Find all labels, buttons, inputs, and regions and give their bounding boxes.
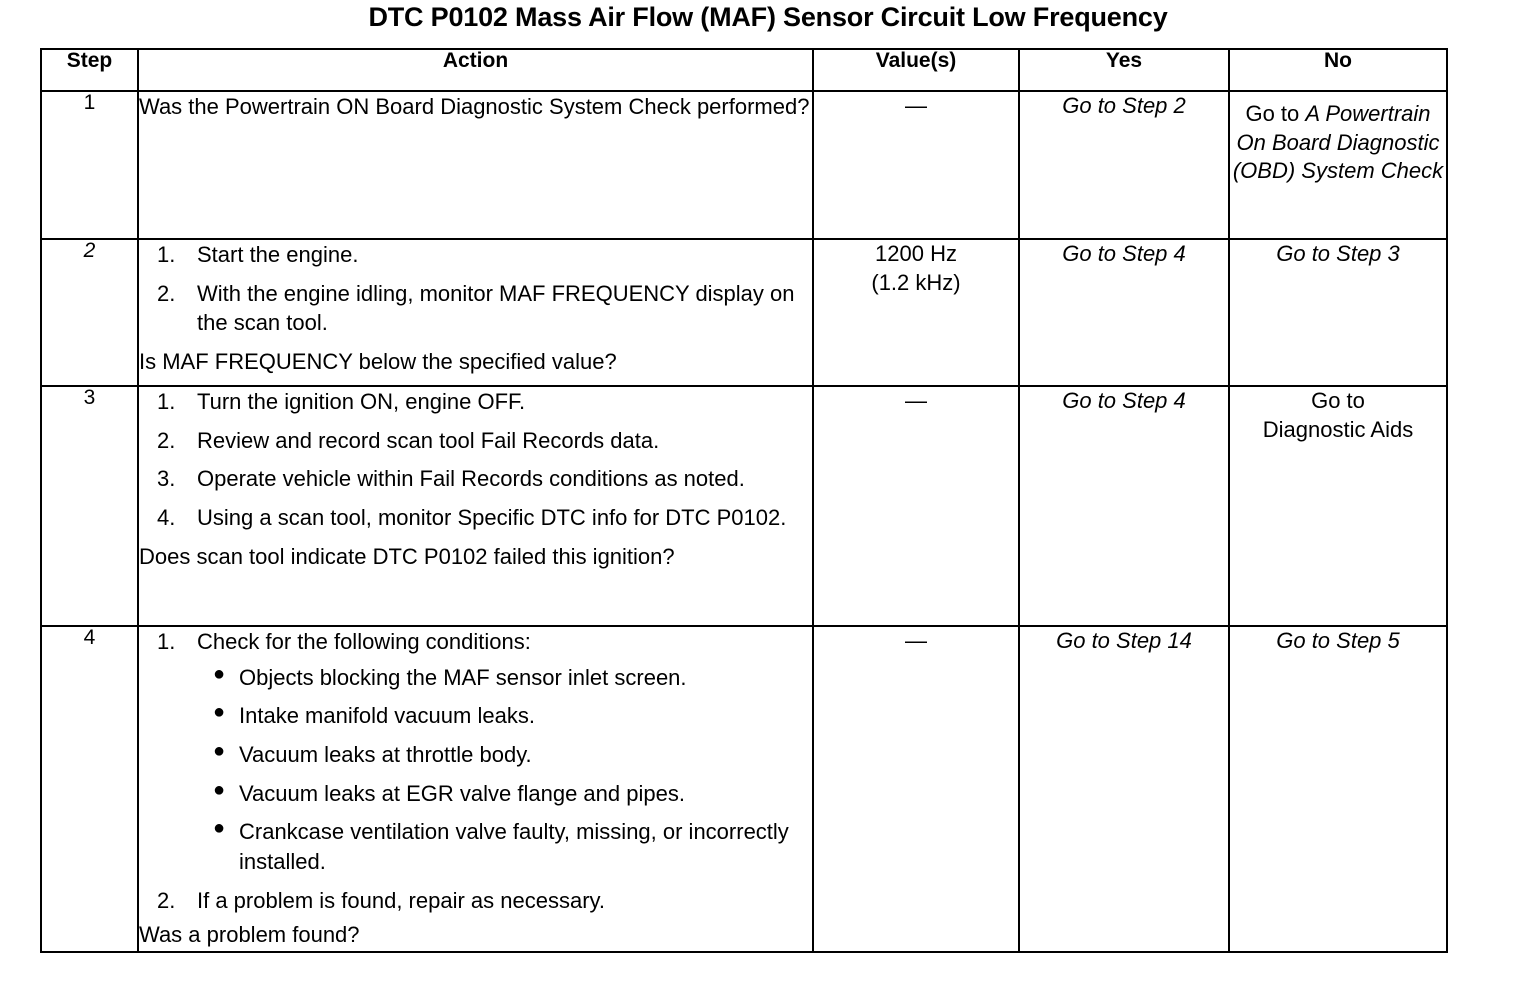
value-text-line-2: (1.2 kHz) bbox=[871, 269, 961, 295]
no-answer-line-2: Diagnostic Aids bbox=[1262, 416, 1414, 442]
column-header-action: Action bbox=[137, 48, 814, 92]
step-number: 1 bbox=[40, 90, 139, 240]
column-header-value: Value(s) bbox=[812, 48, 1020, 92]
table-row: 1 Was the Powertrain ON Board Diagnostic… bbox=[40, 90, 1448, 240]
list-item: 1. Start the engine. bbox=[139, 240, 812, 270]
list-item-text: Start the engine. bbox=[197, 242, 359, 267]
list-item-number: 2. bbox=[157, 280, 176, 306]
list-item-number: 2. bbox=[157, 887, 176, 913]
list-item-number: 1. bbox=[157, 629, 176, 654]
value-text: — bbox=[905, 628, 927, 653]
no-answer-prefix: Go to bbox=[1245, 101, 1306, 126]
list-item-text: Crankcase ventilation valve faulty, miss… bbox=[239, 819, 789, 875]
action-numbered-list: 1. Start the engine. 2. With the engine id… bbox=[139, 240, 812, 338]
value-cell: — bbox=[812, 90, 1020, 240]
action-cell: 1. Turn the ignition ON, engine OFF. 2. Re… bbox=[137, 385, 814, 627]
list-item: 2. If a problem is found, repair as neces… bbox=[139, 886, 812, 916]
value-text: — bbox=[905, 93, 927, 118]
action-numbered-list: 1. Check for the following conditions: bbox=[139, 627, 812, 657]
value-cell: — bbox=[812, 385, 1020, 627]
list-item-text: Operate vehicle within Fail Records cond… bbox=[197, 466, 745, 492]
list-item: 2. Review and record scan tool Fail Recor… bbox=[139, 426, 812, 456]
value-text-line-1: 1200 Hz bbox=[875, 241, 957, 266]
diagnostic-table: Step Action Value(s) Yes No 1 Was the Po… bbox=[40, 48, 1448, 954]
list-item-number: 3. bbox=[157, 466, 176, 492]
list-item: 4. Using a scan tool, monitor Specific DT… bbox=[139, 503, 812, 533]
page-title: DTC P0102 Mass Air Flow (MAF) Sensor Cir… bbox=[368, 2, 1168, 32]
value-cell: 1200 Hz (1.2 kHz) bbox=[812, 238, 1020, 387]
yes-answer-cell: Go to Step 2 bbox=[1018, 90, 1230, 240]
table-row: 4 1. Check for the following conditions: … bbox=[40, 624, 1448, 954]
step-number: 2 bbox=[40, 238, 139, 387]
action-cell: 1. Check for the following conditions: ● O… bbox=[137, 624, 814, 954]
action-cell: 1. Start the engine. 2. With the engine id… bbox=[137, 238, 814, 387]
list-item-number: 1. bbox=[157, 389, 176, 414]
action-tail-question: Does scan tool indicate DTC P0102 failed… bbox=[139, 543, 675, 569]
list-item-number: 2. bbox=[157, 427, 176, 453]
action-numbered-list: 1. Turn the ignition ON, engine OFF. 2. Re… bbox=[139, 387, 812, 533]
bullet-icon: ● bbox=[213, 740, 226, 763]
yes-answer-cell: Go to Step 14 bbox=[1018, 624, 1230, 954]
list-item-number: 4. bbox=[157, 505, 176, 531]
action-tail-question: Was a problem found? bbox=[139, 921, 360, 947]
bullet-icon: ● bbox=[213, 817, 226, 840]
table-row: 3 1. Turn the ignition ON, engine OFF. 2.… bbox=[40, 385, 1448, 627]
bullet-icon: ● bbox=[213, 662, 226, 685]
no-answer-cell: Go to Step 5 bbox=[1228, 624, 1448, 954]
action-numbered-list-continued: 2. If a problem is found, repair as neces… bbox=[139, 886, 812, 916]
list-item: ● Vacuum leaks at EGR valve flange and pi… bbox=[139, 779, 812, 809]
action-cell: Was the Powertrain ON Board Diagnostic S… bbox=[137, 90, 814, 240]
list-item: ● Intake manifold vacuum leaks. bbox=[139, 701, 812, 731]
no-answer-cell: Go to Diagnostic Aids bbox=[1228, 385, 1448, 627]
action-lead-text: Was the Powertrain ON Board Diagnostic S… bbox=[139, 94, 810, 119]
step-number: 4 bbox=[40, 624, 139, 954]
step-number: 3 bbox=[40, 385, 139, 627]
no-answer-reference: A Powertrain On Board Diagnostic (OBD) S… bbox=[1232, 101, 1444, 184]
list-item-number: 1. bbox=[157, 242, 176, 267]
list-item-text: Vacuum leaks at throttle body. bbox=[239, 742, 532, 768]
column-header-yes: Yes bbox=[1018, 48, 1230, 92]
bullet-icon: ● bbox=[213, 701, 226, 724]
list-item-text: Objects blocking the MAF sensor inlet sc… bbox=[239, 664, 687, 690]
no-answer-cell: Go to Step 3 bbox=[1228, 238, 1448, 387]
action-tail-question: Is MAF FREQUENCY below the specified val… bbox=[139, 349, 617, 375]
table-body: 1 Was the Powertrain ON Board Diagnostic… bbox=[40, 90, 1448, 954]
list-item: 1. Turn the ignition ON, engine OFF. bbox=[139, 387, 812, 417]
column-header-step: Step bbox=[40, 48, 139, 92]
list-item-text: With the engine idling, monitor MAF FREQ… bbox=[197, 280, 795, 336]
table-row: 2 1. Start the engine. 2. With the engine … bbox=[40, 238, 1448, 387]
list-item-text: Turn the ignition ON, engine OFF. bbox=[197, 389, 526, 414]
list-item-text: Intake manifold vacuum leaks. bbox=[239, 703, 535, 729]
list-item: 1. Check for the following conditions: bbox=[139, 627, 812, 657]
list-item-text: Vacuum leaks at EGR valve flange and pip… bbox=[239, 780, 685, 806]
no-answer-line-1: Go to bbox=[1311, 388, 1365, 413]
list-item-text: Using a scan tool, monitor Specific DTC … bbox=[197, 505, 787, 531]
no-answer-cell: Go to A Powertrain On Board Diagnostic (… bbox=[1228, 90, 1448, 240]
list-item-text: Check for the following conditions: bbox=[197, 629, 531, 654]
list-item: ● Objects blocking the MAF sensor inlet s… bbox=[139, 663, 812, 693]
table-header: Step Action Value(s) Yes No bbox=[40, 48, 1448, 92]
value-cell: — bbox=[812, 624, 1020, 954]
table-header-row: Step Action Value(s) Yes No bbox=[40, 48, 1448, 92]
column-header-no: No bbox=[1228, 48, 1448, 92]
value-text: — bbox=[905, 388, 927, 413]
list-item: 3. Operate vehicle within Fail Records co… bbox=[139, 464, 812, 494]
action-bullet-list: ● Objects blocking the MAF sensor inlet s… bbox=[139, 663, 812, 877]
list-item: ● Crankcase ventilation valve faulty, mis… bbox=[139, 817, 812, 876]
list-item-text: If a problem is found, repair as necessa… bbox=[197, 887, 606, 913]
list-item: ● Vacuum leaks at throttle body. bbox=[139, 740, 812, 770]
list-item: 2. With the engine idling, monitor MAF FR… bbox=[139, 279, 812, 338]
bullet-icon: ● bbox=[213, 778, 226, 801]
yes-answer-cell: Go to Step 4 bbox=[1018, 238, 1230, 387]
list-item-text: Review and record scan tool Fail Records… bbox=[197, 427, 660, 453]
yes-answer-cell: Go to Step 4 bbox=[1018, 385, 1230, 627]
